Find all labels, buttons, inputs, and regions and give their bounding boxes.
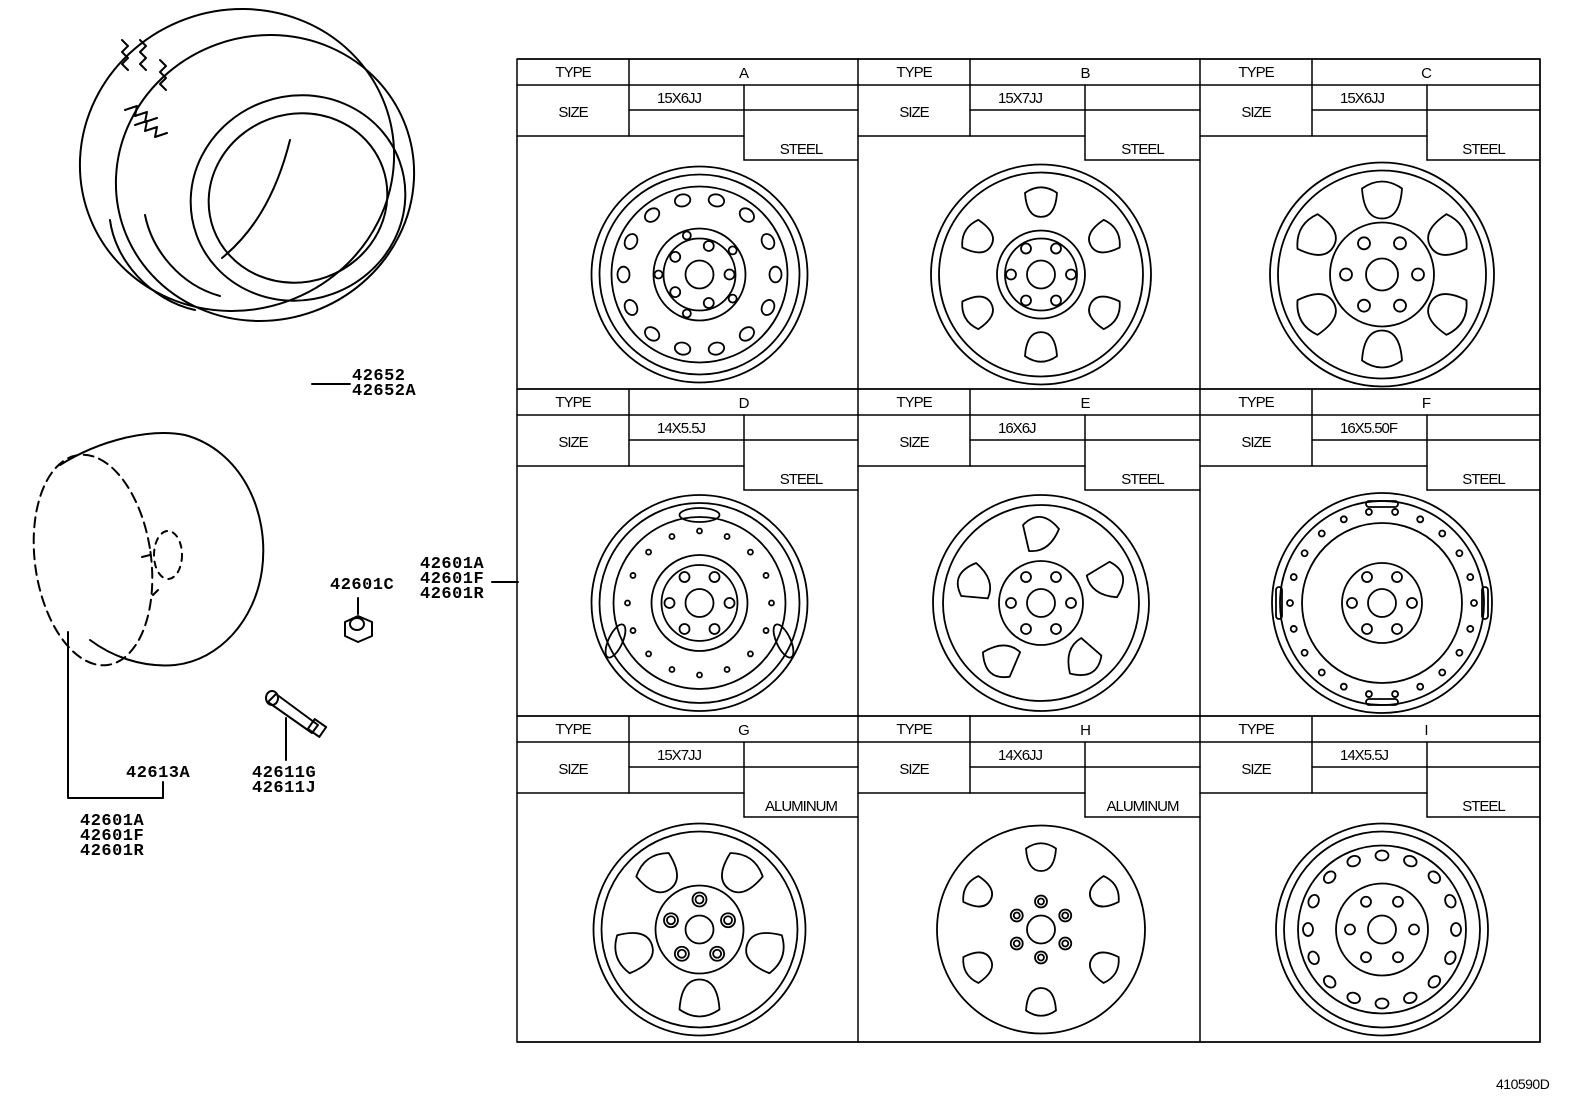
- wheel-material: STEEL: [1121, 141, 1165, 158]
- wheel-size-value: 14X5.5J: [657, 420, 706, 437]
- callout-valve: 42611G 42611J: [252, 764, 317, 798]
- wheel-material: ALUMINUM: [764, 798, 838, 815]
- callout-tire: 42652 42652A: [352, 367, 417, 401]
- wheel-size-value: 14X5.5J: [1340, 747, 1389, 764]
- wheel-type-letter: B: [1080, 65, 1090, 82]
- steel-wheel-dual-ring-icon: [1271, 492, 1493, 714]
- wheel-material: STEEL: [1462, 141, 1506, 158]
- type-label: TYPE: [1238, 721, 1274, 738]
- callout-wheel-assembly: 42601A 42601F 42601R: [80, 812, 145, 861]
- part-number: 42601R: [80, 842, 145, 861]
- type-label: TYPE: [896, 721, 932, 738]
- wheel-material: STEEL: [1462, 471, 1506, 488]
- steel-wheel-swirl-icon: [932, 494, 1150, 712]
- wheel-type-letter: C: [1421, 65, 1432, 82]
- part-number: 42601A: [420, 555, 485, 574]
- part-number: 42601F: [80, 827, 145, 846]
- wheel-drawings: [590, 161, 1495, 1037]
- callout-cap: 42613A: [126, 764, 191, 783]
- wheel-material: STEEL: [779, 141, 824, 158]
- type-label: TYPE: [1238, 394, 1274, 411]
- wheel-material: STEEL: [1121, 471, 1165, 488]
- tire-icon: [78, 8, 416, 322]
- size-label: SIZE: [558, 434, 588, 451]
- wheel-size-value: 15X6JJ: [657, 90, 702, 107]
- wheel-size-value: 14X6JJ: [998, 747, 1043, 764]
- type-label: TYPE: [555, 394, 591, 411]
- spare-wheel-icon: [32, 432, 265, 667]
- size-label: SIZE: [1241, 434, 1271, 451]
- wheel-size-value: 16X5.50F: [1340, 420, 1398, 437]
- size-label: SIZE: [899, 104, 929, 121]
- aluminum-wheel-6-window-icon: [936, 824, 1146, 1035]
- size-label: SIZE: [1241, 104, 1271, 121]
- part-number: 42613A: [126, 764, 191, 783]
- steel-wheel-6-window-icon: [930, 163, 1152, 386]
- part-number: 42611G: [252, 764, 317, 783]
- wheel-size-value: 16X6J: [998, 420, 1037, 437]
- part-number: 42611J: [252, 779, 317, 798]
- wheel-type-letter: E: [1080, 395, 1090, 412]
- steel-wheel-6-spoke-icon: [1269, 161, 1495, 388]
- wheel-type-table: [516, 58, 1541, 1043]
- hub-nut-icon: [344, 615, 373, 643]
- wheel-type-letter: D: [738, 395, 750, 412]
- valve-stem-icon: [265, 690, 328, 738]
- size-label: SIZE: [899, 434, 929, 451]
- callout-hub-nut: 42601C: [330, 576, 395, 595]
- size-label: SIZE: [899, 761, 929, 778]
- steel-wheel-oval-slots-icon: [590, 494, 809, 712]
- part-number: 42601F: [420, 570, 485, 589]
- size-label: SIZE: [1241, 761, 1271, 778]
- type-label: TYPE: [1238, 64, 1274, 81]
- wheel-type-letter: H: [1080, 722, 1091, 739]
- wheel-type-letter: I: [1424, 722, 1428, 739]
- wheel-material: STEEL: [779, 471, 824, 488]
- wheel-type-letter: A: [738, 65, 749, 82]
- type-label: TYPE: [896, 64, 932, 81]
- part-number: 42652A: [352, 382, 417, 401]
- steel-wheel-round-holes-icon: [590, 165, 809, 384]
- size-label: SIZE: [558, 761, 588, 778]
- callout-disc-wheel: 42601A 42601F 42601R: [420, 555, 485, 604]
- part-number: 42601R: [420, 585, 485, 604]
- wheel-size-value: 15X7JJ: [657, 747, 702, 764]
- wheel-material: ALUMINUM: [1106, 798, 1179, 815]
- wheel-type-letter: G: [738, 722, 750, 739]
- figure-number: 410590D: [1496, 1076, 1550, 1092]
- type-label: TYPE: [555, 721, 591, 738]
- aluminum-wheel-5-spoke-icon: [592, 822, 807, 1037]
- part-number: 42601C: [330, 576, 395, 595]
- wheel-size-value: 15X6JJ: [1340, 90, 1385, 107]
- part-number: 42652: [352, 367, 406, 386]
- steel-wheel-bolt-circle-icon: [1275, 822, 1489, 1037]
- spare-leader: [67, 631, 164, 799]
- wheel-size-value: 15X7JJ: [998, 90, 1043, 107]
- wheel-material: STEEL: [1462, 798, 1506, 815]
- size-label: SIZE: [558, 104, 588, 121]
- wheel-type-letter: F: [1421, 395, 1431, 412]
- type-label: TYPE: [555, 64, 591, 81]
- part-number: 42601A: [80, 812, 145, 831]
- type-label: TYPE: [896, 394, 932, 411]
